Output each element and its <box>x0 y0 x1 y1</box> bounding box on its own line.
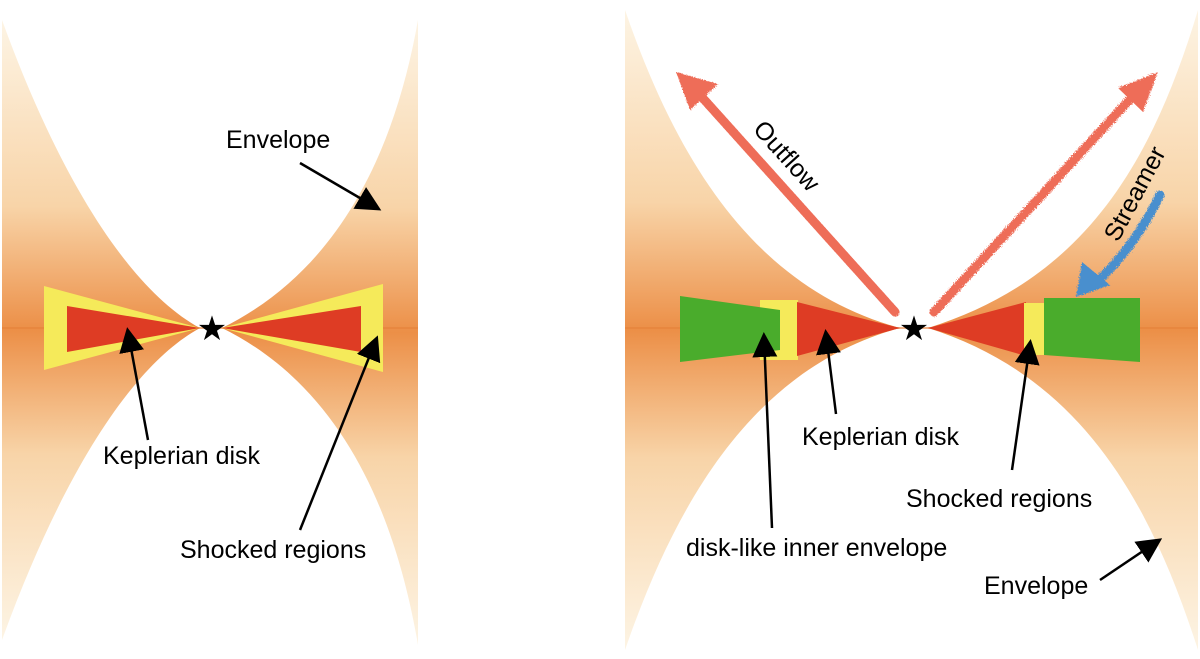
streamer-arrow <box>1076 190 1165 297</box>
right-envelope-label: Envelope <box>984 572 1088 600</box>
left-keplerian-arrow <box>119 327 150 441</box>
inner-envelope-arrow <box>752 332 778 529</box>
right-panel: ★ Outflow Streamer Keplerian disk Shocke… <box>625 10 1198 650</box>
outflow-arrow-right <box>929 72 1158 317</box>
right-shocked-label: Shocked regions <box>906 485 1092 513</box>
inner-envelope-label: disk-like inner envelope <box>686 534 947 562</box>
right-keplerian-label: Keplerian disk <box>802 423 960 451</box>
left-keplerian-disk-right <box>222 306 361 352</box>
right-envelope-arrow <box>1099 538 1163 582</box>
outflow-arrow-left <box>676 72 900 317</box>
left-envelope-arrow <box>299 161 382 211</box>
right-star-icon: ★ <box>899 309 929 349</box>
left-panel: ★ Envelope Keplerian disk Shocked region… <box>2 20 418 645</box>
right-keplerian-arrow <box>816 329 841 415</box>
left-star-icon: ★ <box>197 309 227 349</box>
right-shocked-arrow <box>1010 339 1040 471</box>
right-inner-envelope-right <box>1044 298 1140 362</box>
left-shocked-label: Shocked regions <box>180 536 366 564</box>
right-keplerian-disk-right <box>928 302 1026 356</box>
left-keplerian-label: Keplerian disk <box>103 442 261 470</box>
left-shocked-arrow <box>298 335 381 531</box>
left-envelope-label: Envelope <box>226 126 330 154</box>
